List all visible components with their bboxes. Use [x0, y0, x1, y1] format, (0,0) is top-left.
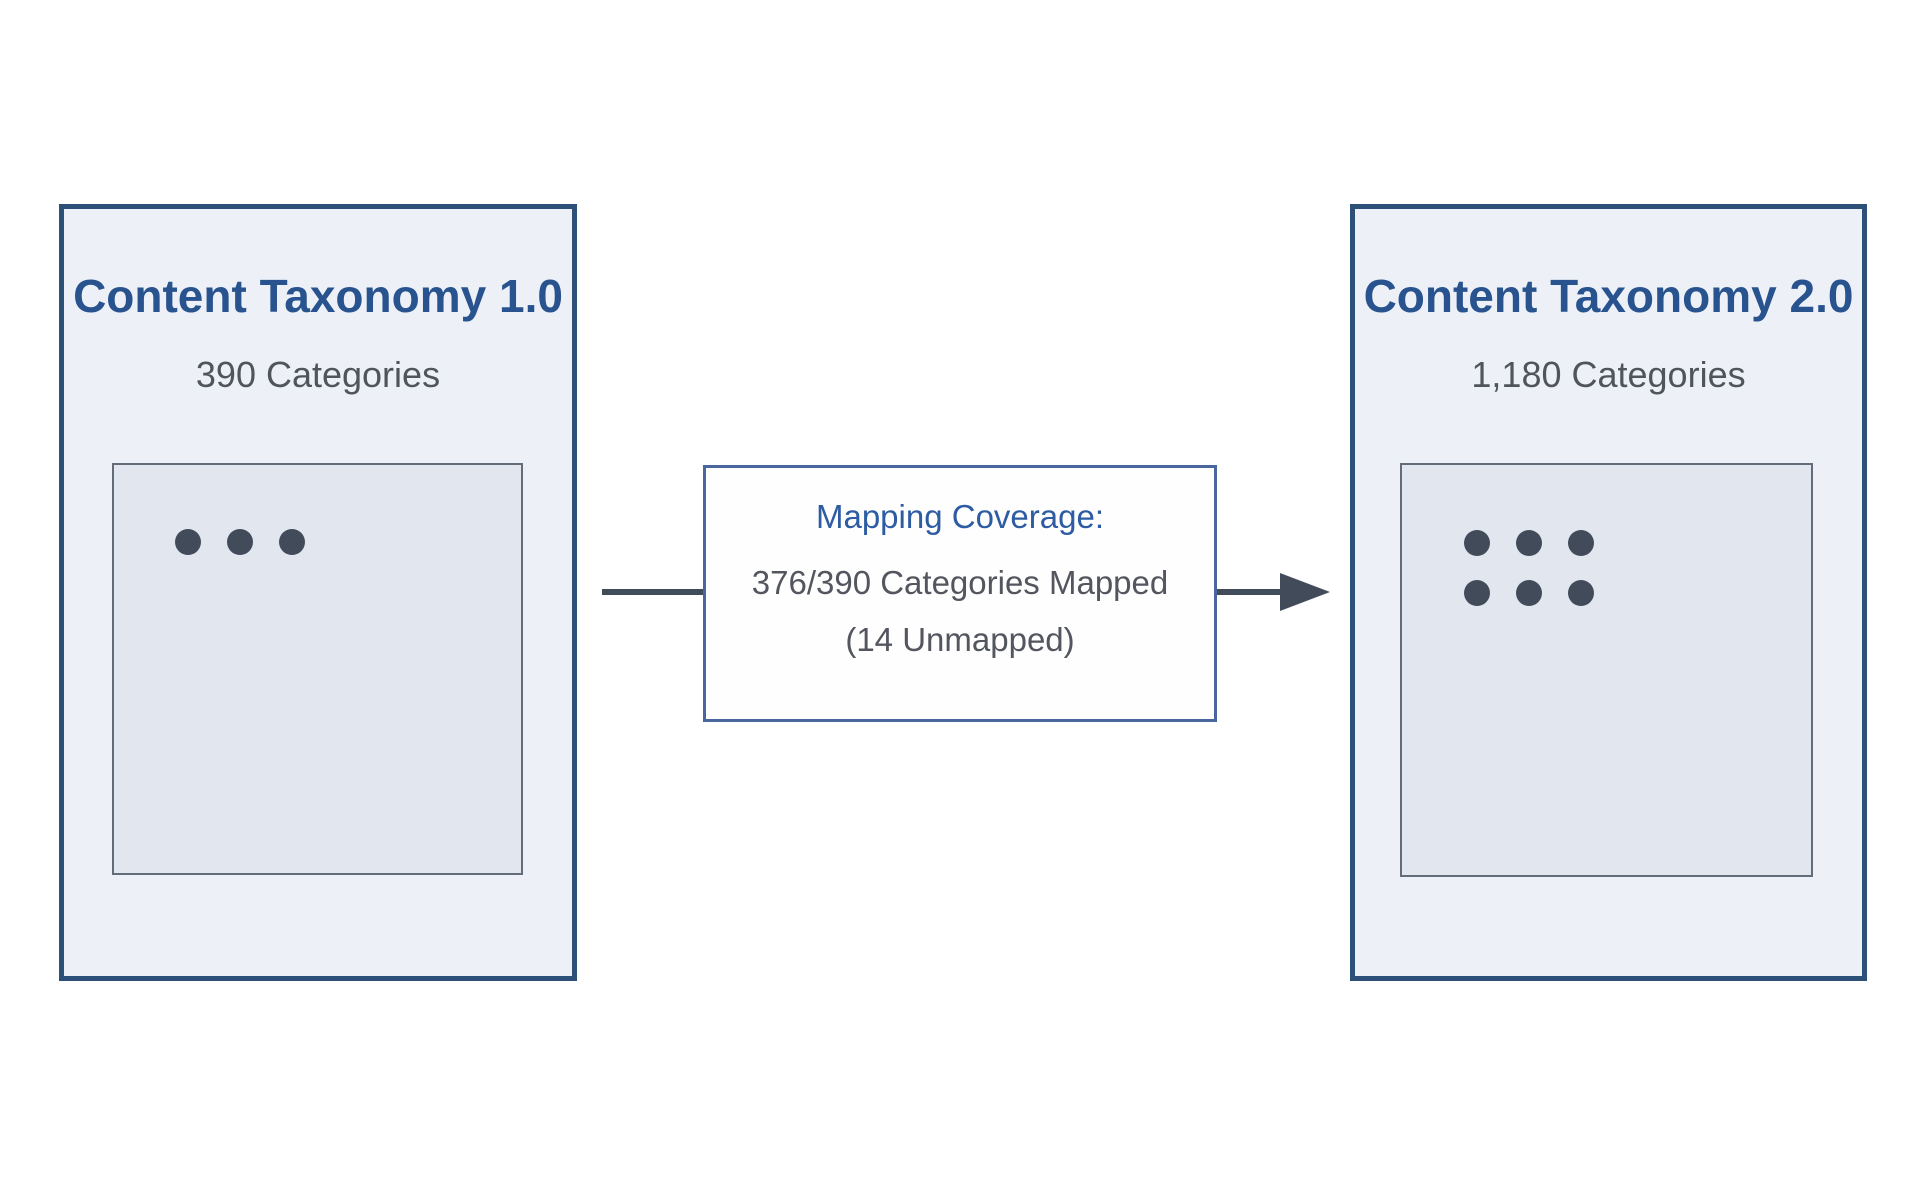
mapping-coverage-detail: 376/390 Categories Mapped [751, 564, 1169, 601]
taxonomy-1-count: 390 Categories [195, 354, 441, 395]
category-dot [1464, 580, 1490, 606]
category-dot [227, 529, 253, 555]
category-dot [1568, 530, 1594, 556]
taxonomy-1-box: Content Taxonomy 1.0 390 Categories [59, 204, 577, 981]
category-dot [1568, 580, 1594, 606]
taxonomy-2-count: 1,180 Categories [1471, 354, 1746, 395]
taxonomy-1-dots [175, 529, 305, 555]
right-connector-line [1217, 589, 1281, 595]
category-dot [1516, 580, 1542, 606]
category-dot [1516, 530, 1542, 556]
taxonomy-2-title: Content Taxonomy 2.0 [1363, 270, 1854, 322]
taxonomy-1-categories-panel [112, 463, 523, 875]
category-dot [1464, 530, 1490, 556]
taxonomy-2-dots [1464, 530, 1594, 606]
mapping-coverage-box: Mapping Coverage: 376/390 Categories Map… [703, 465, 1217, 722]
right-arrow-head-icon [1280, 573, 1330, 611]
category-dot [279, 529, 305, 555]
taxonomy-2-categories-panel [1400, 463, 1813, 877]
mapping-coverage-note: (14 Unmapped) [845, 621, 1075, 658]
left-connector-line [602, 589, 706, 595]
mapping-coverage-title: Mapping Coverage: [815, 498, 1104, 535]
taxonomy-1-title: Content Taxonomy 1.0 [73, 270, 563, 322]
taxonomy-2-box: Content Taxonomy 2.0 1,180 Categories [1350, 204, 1867, 981]
category-dot [175, 529, 201, 555]
